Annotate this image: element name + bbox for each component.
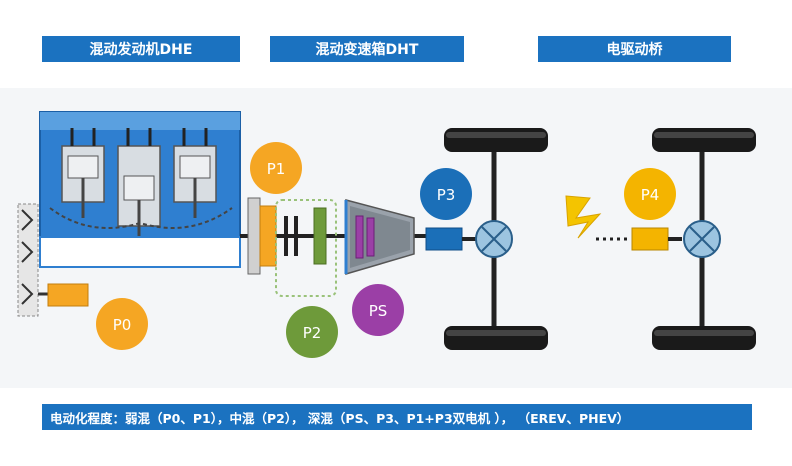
p2-zone [275, 199, 337, 297]
ps-label: PS [369, 302, 388, 320]
header-electric-drive-axle: 电驱动桥 [538, 36, 731, 62]
p2-bubble: P2 [286, 306, 338, 358]
lightning-icon [565, 195, 602, 239]
powertrain-diagram: P0 P1 P2 PS P3 P4 [0, 88, 792, 388]
p4-label: P4 [641, 186, 660, 204]
engine-cylinder-2 [117, 128, 161, 236]
front-axle [444, 128, 548, 350]
engine-block [39, 111, 241, 268]
engine-cylinder-1 [61, 128, 105, 218]
p1-motor [247, 197, 277, 275]
p3-label: P3 [437, 186, 456, 204]
p2-clutch [284, 207, 327, 265]
p0-label: P0 [113, 316, 132, 334]
p0-motor [47, 283, 89, 307]
engine-cylinder-3 [173, 128, 217, 218]
p4-motor [631, 227, 669, 251]
p1-label: P1 [267, 160, 286, 178]
p0-bubble: P0 [96, 298, 148, 350]
rear-axle [652, 128, 756, 350]
ps-transmission [344, 199, 415, 276]
header-hybrid-engine: 混动发动机DHE [42, 36, 240, 62]
ps-bubble: PS [352, 284, 404, 336]
p3-bubble: P3 [420, 168, 472, 220]
p3-motor [425, 227, 463, 251]
p2-label: P2 [303, 324, 322, 342]
p4-bubble: P4 [624, 168, 676, 220]
belt-drive [17, 203, 48, 317]
header-hybrid-transmission: 混动变速箱DHT [270, 36, 464, 62]
electrification-level-caption: 电动化程度：弱混（P0、P1），中混（P2）， 深混（PS、P3、P1+P3双电… [42, 404, 752, 430]
p1-bubble: P1 [250, 142, 302, 194]
